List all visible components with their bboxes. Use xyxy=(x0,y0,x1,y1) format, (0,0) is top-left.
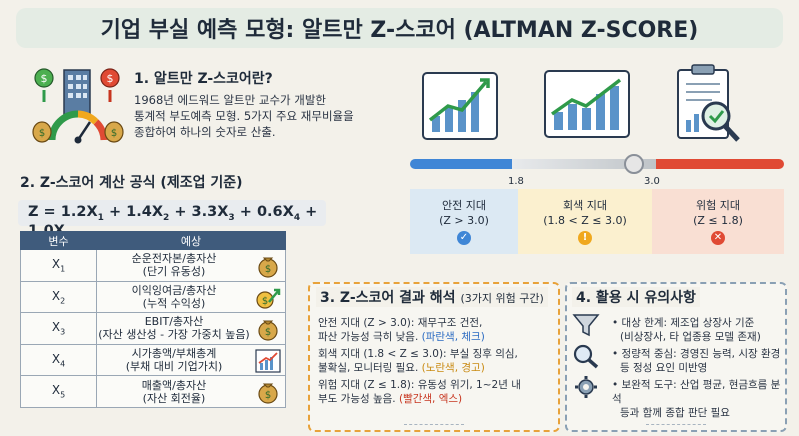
section4-heading: 4. 활용 시 유의사항 xyxy=(572,287,700,307)
table-row: X2 이익잉여금/총자산(누적 수익성) $ xyxy=(20,280,286,314)
ratio-meaning: (누적 수익성) xyxy=(142,296,206,310)
table-row: X3 EBIT/총자산(자산 생산성 - 가장 가중치 높음) $ xyxy=(20,312,286,345)
bar-chart-icon xyxy=(255,349,281,373)
scale-marker xyxy=(624,154,645,174)
scale-tick-low: 1.8 xyxy=(508,176,524,187)
description-cell: 순운전자본/총자산(단기 유동성) $ xyxy=(96,249,286,282)
variable-cell: X5 xyxy=(20,375,97,408)
scale-grey-segment xyxy=(512,159,656,169)
svg-text:$: $ xyxy=(265,327,271,338)
zone-grey-range: (1.8 < Z ≤ 3.0) xyxy=(543,214,627,227)
zone-grey-name: 회색 지대 xyxy=(563,199,607,212)
cross-icon: ✕ xyxy=(711,231,725,245)
interpretation-item: 안전 지대 (Z > 3.0): 재무구조 건전,파산 가능성 극히 낮음. (… xyxy=(318,317,485,343)
money-bag-icon: $ xyxy=(255,317,281,341)
z-score-formula: Z = 1.2X1 + 1.4X2 + 3.3X3 + 0.6X4 + 1.0X… xyxy=(18,200,326,242)
money-growth-icon: $ xyxy=(255,286,281,310)
ratio-meaning: (부채 대비 기업가치) xyxy=(125,360,223,374)
ratio-meaning: (자산 회전율) xyxy=(142,391,206,405)
money-bag-icon: $ xyxy=(255,254,281,278)
report-magnifier-icon xyxy=(677,64,740,142)
ratio-meaning: (자산 생산성 - 가장 가중치 높음) xyxy=(98,328,250,342)
zone-safe-name: 안전 지대 xyxy=(442,199,486,212)
description-cell: EBIT/총자산(자산 생산성 - 가장 가중치 높음) $ xyxy=(96,312,286,345)
funnel-icon xyxy=(572,312,600,338)
interpretation-panel xyxy=(308,282,560,432)
interpretation-item: 회색 지대 (1.8 < Z ≤ 3.0): 부실 징후 의심,불확실, 모니터… xyxy=(318,348,518,374)
trend-chart-card-icon xyxy=(544,70,630,138)
svg-text:$: $ xyxy=(262,296,268,307)
warning-icon: ! xyxy=(578,231,592,245)
check-icon: ✓ xyxy=(457,231,471,245)
svg-text:$: $ xyxy=(265,390,271,401)
scale-tick-high: 3.0 xyxy=(644,176,660,187)
zone-risk: 위험 지대 (Z ≤ 1.8) ✕ xyxy=(652,189,784,254)
variable-cell: X1 xyxy=(20,249,97,282)
description-cell: 시가총액/부채총계(부채 대비 기업가치) xyxy=(96,343,286,377)
divider-line xyxy=(404,424,464,425)
finance-building-gauge-illustration: $ $ $ $ xyxy=(32,68,124,144)
scale-risk-segment xyxy=(656,159,784,169)
section1-description: 1968년 에드워드 알트만 교수가 개발한 통계적 부도예측 모형. 5가지 … xyxy=(134,93,354,139)
variable-cell: X4 xyxy=(20,343,97,377)
zone-grey: 회색 지대 (1.8 < Z ≤ 3.0) ! xyxy=(518,189,652,254)
variable-cell: X3 xyxy=(20,312,97,345)
money-bag-icon: $ $ xyxy=(32,121,124,143)
ratio-name: 순운전자본/총자산 xyxy=(131,252,217,266)
description-cell: 매출액/총자산(자산 회전율) $ xyxy=(96,375,286,408)
ratio-name: EBIT/총자산 xyxy=(144,315,204,329)
caveat-item: • 대상 한계: 제조업 상장사 기준(비상장사, 타 업종용 모델 존재) xyxy=(612,317,761,343)
table-row: X1 순운전자본/총자산(단기 유동성) $ xyxy=(20,249,286,282)
table-header-row: 변수 예상 xyxy=(20,231,286,250)
svg-text:$: $ xyxy=(265,264,271,275)
divider-line xyxy=(646,424,706,425)
ratio-name: 시가총액/부채총계 xyxy=(131,347,217,361)
svg-text:$: $ xyxy=(39,128,45,139)
gear-icon xyxy=(572,374,600,400)
variable-cell: X2 xyxy=(20,280,97,314)
table-header-variable: 변수 xyxy=(20,231,97,250)
svg-text:$: $ xyxy=(41,72,48,85)
svg-text:$: $ xyxy=(111,128,117,139)
section3-heading: 3. Z-스코어 결과 해석 (3가지 위험 구간) xyxy=(316,287,548,307)
zone-risk-name: 위험 지대 xyxy=(696,199,740,212)
money-bag-icon: $ xyxy=(255,380,281,404)
page-title: 기업 부실 예측 모형: 알트만 Z-스코어 (ALTMAN Z-SCORE) xyxy=(16,8,783,48)
ratio-meaning: (단기 유동성) xyxy=(142,265,206,279)
zone-safe: 안전 지대 (Z > 3.0) ✓ xyxy=(410,189,518,254)
dollar-down-icon: $ xyxy=(100,68,120,102)
magnifier-icon xyxy=(572,343,600,369)
svg-text:$: $ xyxy=(107,72,114,85)
dollar-up-icon: $ xyxy=(34,68,54,102)
page-title-text: 기업 부실 예측 모형: 알트만 Z-스코어 (ALTMAN Z-SCORE) xyxy=(100,18,699,43)
description-cell: 이익잉여금/총자산(누적 수익성) $ xyxy=(96,280,286,314)
caveats-panel xyxy=(565,282,787,432)
ratio-name: 이익잉여금/총자산 xyxy=(131,283,217,297)
section1-heading: 1. 알트만 Z-스코어란? xyxy=(134,71,273,87)
rising-chart-card-icon xyxy=(422,72,498,140)
gauge-icon xyxy=(48,110,108,144)
zone-safe-range: (Z > 3.0) xyxy=(439,214,489,227)
table-header-description: 예상 xyxy=(96,231,286,250)
ratio-name: 매출액/총자산 xyxy=(141,378,207,392)
table-row: X5 매출액/총자산(자산 회전율) $ xyxy=(20,375,286,408)
scale-safe-segment xyxy=(410,159,512,169)
risk-scale-bar xyxy=(410,154,784,174)
section2-heading: 2. Z-스코어 계산 공식 (제조업 기준) xyxy=(20,175,243,191)
zone-risk-range: (Z ≤ 1.8) xyxy=(693,214,743,227)
